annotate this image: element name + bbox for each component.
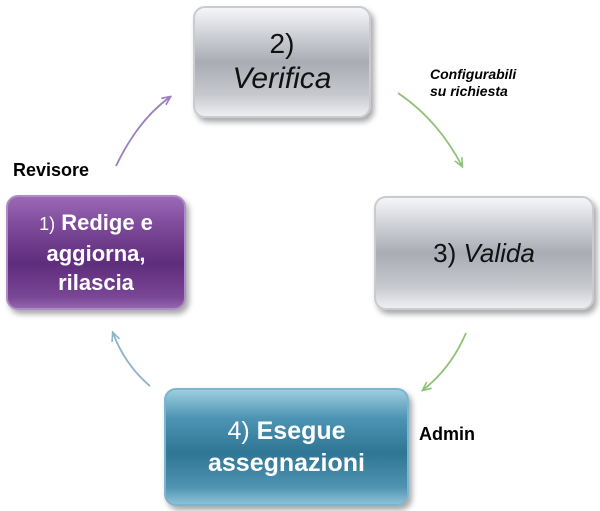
step-verifica-box: 2) Verifica — [193, 6, 371, 118]
step-redige-number: 1) — [39, 214, 56, 234]
step-redige-box: 1) Redige e aggiorna, rilascia — [6, 195, 186, 310]
arrow-valida-to-esegue — [423, 332, 467, 390]
step-valida-title: 3) Valida — [433, 238, 535, 269]
role-label-revisore: Revisore — [13, 160, 90, 180]
arrow-verifica-to-valida — [397, 92, 462, 166]
configurable-note-line2: su richiesta — [430, 83, 508, 99]
step-verifica-number: 2) — [269, 28, 295, 59]
step-redige-line2: aggiorna, — [46, 241, 146, 266]
step-esegue-line1: 4) Esegue — [227, 415, 345, 447]
step-valida-label: Valida — [463, 237, 535, 268]
step-redige-word: Redige e — [61, 210, 153, 235]
step-esegue-line2: assegnazioni — [208, 449, 365, 477]
configurable-note: Configurabili su richiesta — [430, 66, 516, 100]
step-esegue-word: Esegue — [256, 417, 346, 445]
step-redige-line3: rilascia — [58, 270, 134, 295]
step-esegue-number: 4) — [227, 417, 250, 445]
step-esegue-box: 4) Esegue assegnazioni — [164, 388, 409, 506]
step-valida-number: 3) — [433, 237, 457, 268]
role-label-admin: Admin — [419, 424, 475, 444]
arrow-esegue-to-redige — [113, 333, 151, 387]
step-valida-box: 3) Valida — [374, 196, 594, 310]
configurable-note-line1: Configurabili — [430, 66, 517, 82]
arrow-redige-to-verifica — [115, 97, 170, 167]
step-verifica-label: Verifica — [232, 62, 332, 95]
step-redige-line1: 1) Redige e — [39, 208, 153, 239]
